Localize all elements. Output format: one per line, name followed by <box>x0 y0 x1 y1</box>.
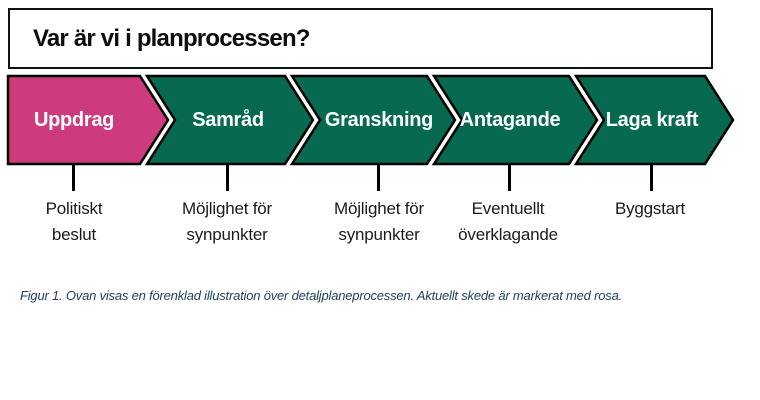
note-line: Möjlighet för <box>182 199 272 218</box>
step-label-antagande: Antagande <box>459 109 561 131</box>
process-arrows <box>6 74 735 166</box>
note-line: synpunkter <box>186 225 268 244</box>
note-line: synpunkter <box>338 225 420 244</box>
step-label-uppdrag: Uppdrag <box>33 109 115 131</box>
step-note-granskning: Möjlighet för synpunkter <box>301 196 457 248</box>
figure-caption: Figur 1. Ovan visas en förenklad illustr… <box>20 288 623 303</box>
step-note-lagakraft: Byggstart <box>572 196 728 222</box>
note-line: överklagande <box>458 225 558 244</box>
step-arrow-lagakraft <box>573 74 735 166</box>
step-label-samrad: Samråd <box>192 109 264 131</box>
note-line: Politiskt <box>45 199 103 218</box>
connector-line <box>650 164 653 191</box>
note-line: beslut <box>51 225 97 244</box>
page-title: Var är vi i planprocessen? <box>33 24 310 52</box>
step-arrow-uppdrag <box>6 74 170 166</box>
step-arrow-granskning <box>289 74 457 166</box>
title-box: Var är vi i planprocessen? <box>8 8 713 69</box>
connector-line <box>72 164 75 191</box>
step-arrow-samrad <box>144 74 315 166</box>
step-arrow-antagande <box>431 74 599 166</box>
connector-line <box>508 164 511 191</box>
step-label-granskning: Granskning <box>324 109 434 131</box>
note-line: Eventuellt <box>471 199 545 218</box>
step-label-lagakraft: Laga kraft <box>605 109 699 131</box>
note-line: Möjlighet för <box>334 199 424 218</box>
step-note-antagande: Eventuellt överklagande <box>430 196 586 248</box>
step-note-uppdrag: Politiskt beslut <box>0 196 152 248</box>
step-note-samrad: Möjlighet för synpunkter <box>149 196 305 248</box>
note-line: Byggstart <box>614 199 685 218</box>
connector-line <box>377 164 380 191</box>
connector-line <box>226 164 229 191</box>
